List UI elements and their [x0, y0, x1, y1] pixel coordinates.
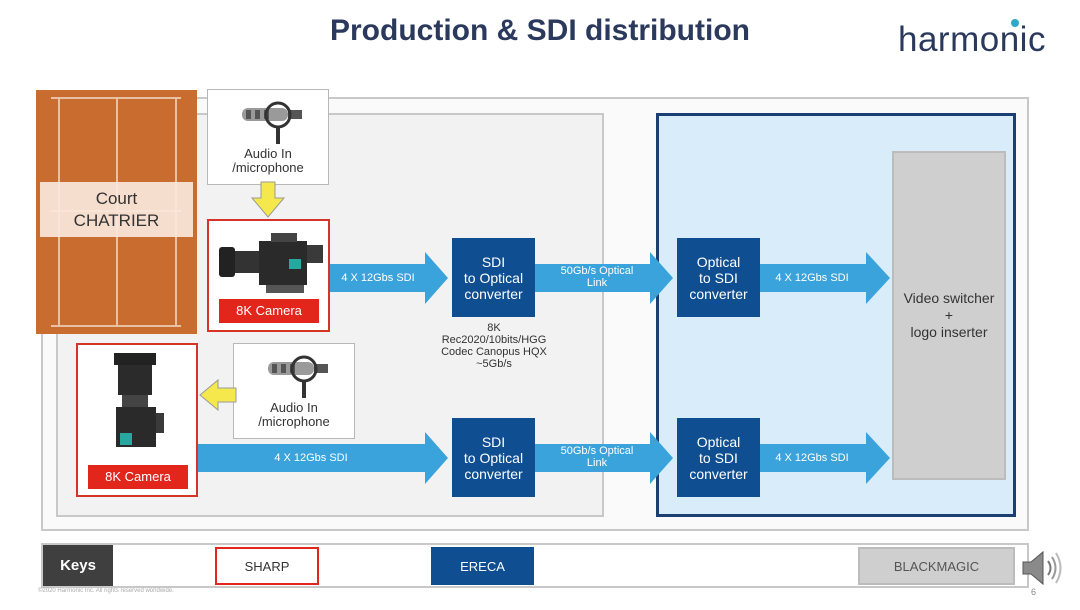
- harmonic-logo: harmonic: [898, 20, 1046, 59]
- arrow-to-switcher-bottom: [760, 432, 890, 484]
- page-number: 6: [1031, 587, 1037, 597]
- microphone-icon: [268, 355, 328, 398]
- sdi-bottom-line1: SDI: [481, 433, 506, 450]
- arrow-optical-link-top: [535, 252, 673, 304]
- audio-input-top: Audio In /microphone: [207, 89, 329, 185]
- codec-note-line2: Rec2020/10bits/HGG: [441, 334, 547, 346]
- camera-icon: [114, 353, 164, 447]
- arrow-camera-to-sdi-bottom: [198, 432, 448, 484]
- key-ereca: ERECA: [431, 547, 534, 585]
- label-cam-sdi-top: 4 X 12Gbs SDI: [341, 272, 415, 284]
- sdi-bottom-line3: converter: [464, 465, 523, 482]
- label-link-top-2: Link: [586, 277, 608, 289]
- optical-top-line3: converter: [689, 285, 748, 302]
- camera-bottom-label: 8K Camera: [88, 465, 188, 489]
- sdi-top-line3: converter: [464, 285, 523, 302]
- optical-to-sdi-converter-bottom: Optical to SDI converter: [677, 418, 760, 497]
- sdi-top-line2: to Optical: [463, 269, 524, 286]
- sdi-to-optical-converter-bottom: SDI to Optical converter: [452, 418, 535, 497]
- audio-input-bottom: Audio In /microphone: [233, 343, 355, 439]
- copyright-footer: ©2020 Harmonic Inc. All rights reserved …: [38, 588, 174, 594]
- keys-label: Keys: [43, 545, 113, 586]
- audio-bottom-line2: /microphone: [258, 414, 330, 429]
- codec-note: 8K Rec2020/10bits/HGG Codec Canopus HQX …: [424, 322, 564, 370]
- video-switcher: Video switcher + logo inserter: [892, 151, 1006, 480]
- camera-icon: [219, 233, 323, 293]
- label-link-top-1: 50Gb/s Optical: [560, 265, 634, 277]
- key-blackmagic: BLACKMAGIC: [858, 547, 1015, 585]
- optical-top-line2: to SDI: [699, 269, 738, 286]
- label-cam-sdi-bottom: 4 X 12Gbs SDI: [274, 452, 348, 464]
- label-link-bottom-2: Link: [586, 457, 608, 469]
- optical-to-sdi-converter-top: Optical to SDI converter: [677, 238, 760, 317]
- switcher-line3: logo inserter: [910, 324, 988, 340]
- codec-note-line1: 8K: [487, 322, 501, 334]
- arrow-camera-to-sdi-top: [330, 252, 448, 304]
- audio-top-line2: /microphone: [232, 160, 304, 175]
- arrow-down-yellow-icon: [250, 181, 286, 218]
- sharp-camera-bottom: 8K Camera: [76, 343, 198, 497]
- court-label: Court CHATRIER: [40, 182, 193, 237]
- microphone-icon: [242, 101, 302, 144]
- switcher-line1: Video switcher: [903, 290, 995, 306]
- label-out-bottom: 4 X 12Gbs SDI: [775, 452, 849, 464]
- audio-bottom-line1: Audio In: [270, 400, 318, 415]
- optical-top-line1: Optical: [696, 253, 741, 270]
- court-label-line2: CHATRIER: [73, 211, 160, 230]
- label-link-bottom-1: 50Gb/s Optical: [560, 445, 634, 457]
- codec-note-line4: ~5Gb/s: [476, 358, 512, 370]
- sdi-bottom-line2: to Optical: [463, 449, 524, 466]
- page-title: Production & SDI distribution: [330, 14, 750, 47]
- sharp-camera-top: 8K Camera: [207, 219, 330, 332]
- logo-dot-icon: [1011, 19, 1019, 27]
- speaker-icon[interactable]: [1019, 548, 1069, 588]
- optical-bottom-line2: to SDI: [699, 449, 738, 466]
- court-label-line1: Court: [95, 189, 138, 208]
- optical-bottom-line1: Optical: [696, 433, 741, 450]
- arrow-optical-link-bottom: [535, 432, 673, 484]
- sdi-to-optical-converter-top: SDI to Optical converter: [452, 238, 535, 317]
- codec-note-line3: Codec Canopus HQX: [441, 346, 547, 358]
- camera-top-label: 8K Camera: [219, 299, 319, 323]
- sdi-top-line1: SDI: [481, 253, 506, 270]
- switcher-line2: +: [944, 307, 954, 323]
- arrow-to-switcher-top: [760, 252, 890, 304]
- optical-bottom-line3: converter: [689, 465, 748, 482]
- label-out-top: 4 X 12Gbs SDI: [775, 272, 849, 284]
- key-sharp: SHARP: [215, 547, 319, 585]
- audio-top-line1: Audio In: [244, 146, 292, 161]
- arrow-left-yellow-icon: [199, 378, 237, 412]
